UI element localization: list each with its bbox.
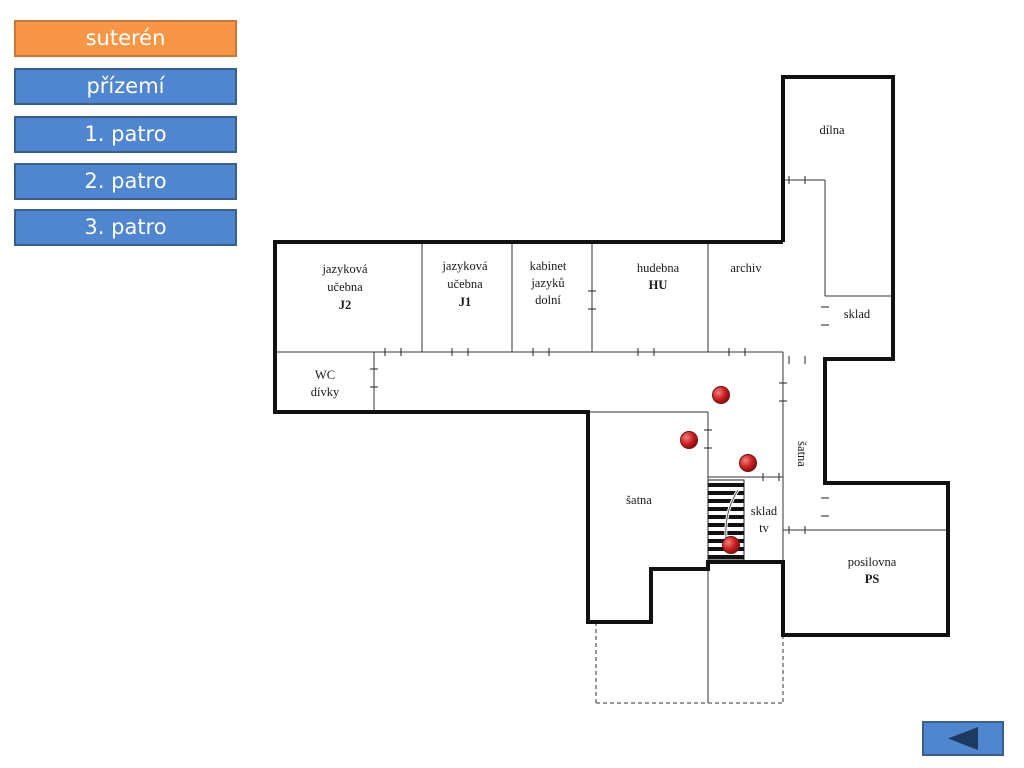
room-label-j1-code: J1	[459, 295, 472, 309]
room-label-j1-line1: jazyková	[441, 259, 488, 273]
room-label-wc: WC	[315, 368, 335, 382]
location-marker[interactable]	[712, 386, 730, 404]
location-marker[interactable]	[722, 536, 740, 554]
location-marker[interactable]	[739, 454, 757, 472]
room-label-j2-line1: jazyková	[321, 262, 368, 276]
floor-button-prizemi[interactable]: přízemí	[14, 68, 237, 105]
room-label-j2-line2: učebna	[327, 280, 363, 294]
room-label-dilna: dílna	[820, 123, 845, 137]
room-label-wc-line2: dívky	[311, 385, 340, 399]
room-label-posilovna-code: PS	[865, 572, 880, 586]
interior-walls	[276, 179, 948, 703]
triangle-left-icon	[948, 727, 978, 750]
floor-button-3-patro[interactable]: 3. patro	[14, 209, 237, 246]
room-label-satna: šatna	[626, 493, 652, 507]
dashed-outline	[595, 622, 784, 704]
room-label-j2-code: J2	[339, 298, 352, 312]
room-label-sklad: sklad	[844, 307, 871, 321]
floor-button-suteren[interactable]: suterén	[14, 20, 237, 57]
room-label-hudebna-code: HU	[649, 278, 668, 292]
room-label-kabinet-line1: kabinet	[530, 259, 567, 273]
floor-button-2-patro[interactable]: 2. patro	[14, 163, 237, 200]
room-label-kabinet-line3: dolní	[535, 293, 561, 307]
room-label-hudebna: hudebna	[637, 261, 680, 275]
room-label-sklad-tv-line2: tv	[759, 521, 769, 535]
floor-button-1-patro[interactable]: 1. patro	[14, 116, 237, 153]
room-label-j1-line2: učebna	[447, 277, 483, 291]
exterior-walls	[273, 75, 950, 637]
room-label-posilovna: posilovna	[848, 555, 897, 569]
back-button[interactable]	[922, 721, 1004, 756]
room-label-satna-vertical: šatna	[795, 441, 809, 467]
location-markers	[680, 386, 757, 554]
location-marker[interactable]	[680, 431, 698, 449]
room-label-sklad-tv-line1: sklad	[751, 504, 778, 518]
door-marks	[370, 176, 829, 534]
room-label-kabinet-line2: jazyků	[530, 276, 565, 290]
room-labels: jazyková učebna J2 jazyková učebna J1 ka…	[311, 123, 897, 586]
room-label-archiv: archiv	[730, 261, 762, 275]
